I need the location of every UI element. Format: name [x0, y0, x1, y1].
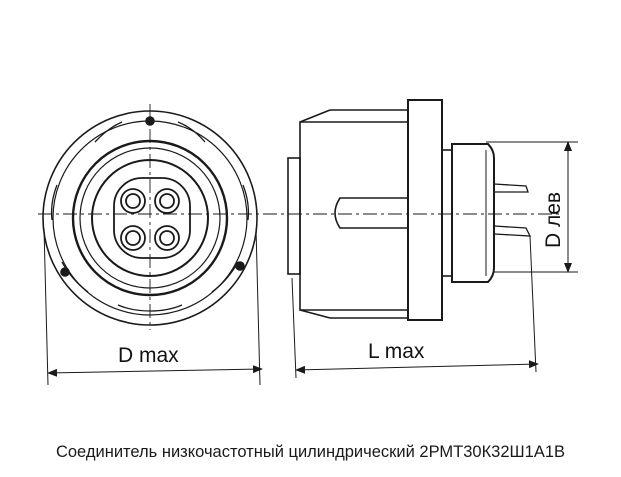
side-rear-body	[441, 149, 453, 277]
contact-1	[120, 188, 146, 214]
insert-block	[113, 177, 191, 259]
contact-2-pin	[159, 193, 175, 209]
side-wire-lower	[493, 225, 532, 237]
front-view	[38, 104, 560, 330]
drawing-caption: Соединитель низкочастотный цилиндрически…	[55, 443, 566, 461]
contacts	[120, 188, 180, 251]
side-view	[287, 99, 532, 321]
bayonet-pin-right	[235, 261, 245, 271]
contact-3-pin	[125, 230, 141, 246]
side-flange	[407, 99, 443, 321]
d-max-dimension-line	[47, 365, 263, 377]
side-coupling-nut	[299, 121, 409, 311]
side-key-slot	[334, 197, 408, 229]
side-front-lip	[287, 157, 301, 275]
contact-2	[154, 188, 180, 214]
l-max-extension-right	[529, 235, 537, 373]
l-max-dimension-line	[295, 360, 539, 374]
bayonet-pin-left	[60, 267, 70, 277]
l-max-label: L max	[368, 340, 425, 363]
contact-4	[154, 225, 180, 251]
d-lev-label: D лев	[542, 192, 565, 248]
d-max-extension-left	[43, 227, 49, 386]
contact-3	[120, 225, 146, 251]
side-nut-grip-bottom	[299, 309, 331, 319]
l-max-extension-left	[291, 277, 297, 379]
side-wire-upper	[493, 183, 529, 193]
d-max-dimension	[43, 227, 263, 386]
d-max-extension-right	[255, 227, 261, 386]
contact-1-pin	[125, 193, 141, 209]
contact-4-pin	[159, 230, 175, 246]
side-rear-nut	[451, 143, 495, 283]
d-max-label: D max	[118, 344, 179, 367]
l-max-dimension	[291, 235, 539, 379]
d-lev-dimension	[486, 141, 578, 273]
side-nut-grip-top	[299, 109, 331, 123]
